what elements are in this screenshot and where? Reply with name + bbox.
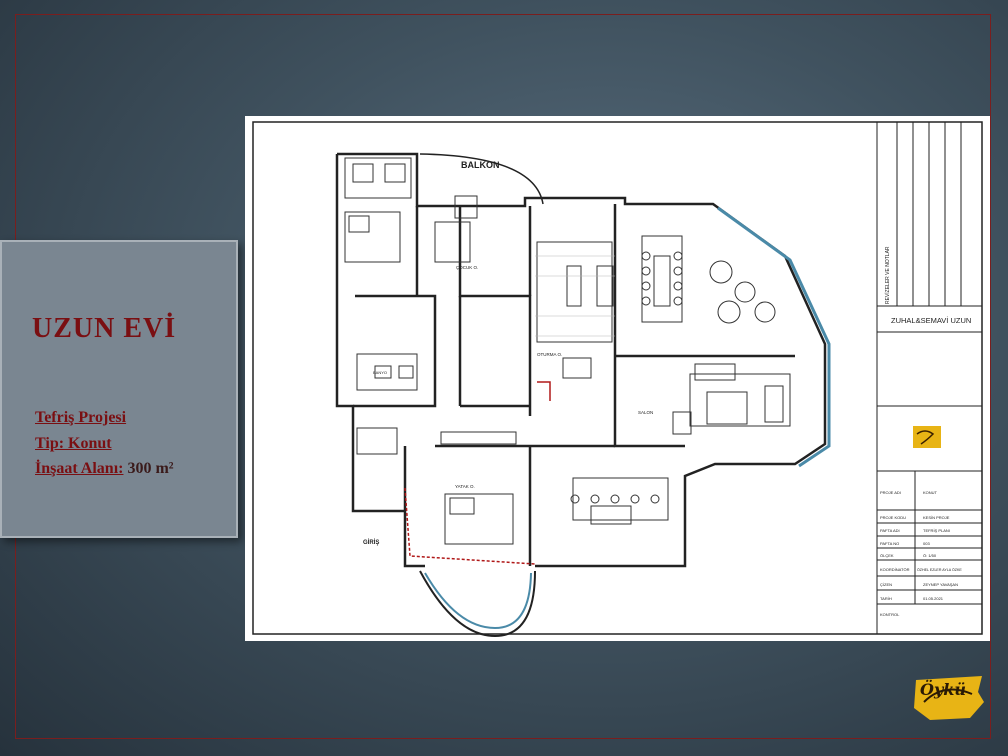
project-title: UZUN EVİ <box>32 313 177 344</box>
logo-text: Öykü <box>920 680 966 699</box>
tb-row-value: 01.05.2021 <box>923 596 944 601</box>
revisions-label: REVİZELER VE NOTLAR <box>884 246 891 304</box>
info-label: Tip: Konut <box>35 435 112 452</box>
salon-label: SALON <box>638 410 653 415</box>
floor-plan-drawing: REVİZELER VE NOTLAR ZUHAL&SEMAVİ UZUN PR… <box>252 121 983 638</box>
tb-row-key: PAFTA NO <box>880 541 899 546</box>
info-line-2: Tip: Konut <box>35 435 112 453</box>
tb-row-key: PAFTA ADI <box>880 528 900 533</box>
bay-window-arc <box>419 570 536 638</box>
tb-row-key: ÖLÇEK <box>880 553 894 558</box>
glazing <box>717 206 831 468</box>
info-line-3: İnşaat Alanı: 300 m² <box>35 460 174 478</box>
oturma-label: OTURMA O. <box>537 352 562 357</box>
area-value: 300 m² <box>127 460 174 477</box>
company-logo <box>914 676 984 720</box>
info-label: İnşaat Alanı: <box>35 460 124 477</box>
room-labels: BALKON ÇOCUK O. OTURMA O. SALON YATAK O.… <box>363 160 653 546</box>
office-logo-small <box>913 426 941 448</box>
furniture <box>344 157 791 545</box>
banyo-label: BANYO <box>373 370 387 375</box>
tb-row-key: KONTROL <box>880 612 900 617</box>
tb-row-key: TARİH <box>880 596 892 601</box>
tb-row-key: PROJE KODU <box>880 515 906 520</box>
project-info-panel <box>0 240 238 538</box>
tb-row-key: ÇİZEN <box>880 582 892 587</box>
tb-row-key: KOORDİNATÖR <box>880 567 910 572</box>
tb-row-value: KONUT <box>923 490 938 495</box>
info-label: Tefriş Projesi <box>35 409 127 426</box>
yatak-label: YATAK O. <box>455 484 475 489</box>
cocuk-label: ÇOCUK O. <box>456 265 478 270</box>
info-line-1: Tefriş Projesi <box>35 409 126 427</box>
giris-label: GİRİŞ <box>363 539 379 546</box>
floor-plan-sheet: REVİZELER VE NOTLAR ZUHAL&SEMAVİ UZUN PR… <box>245 116 990 641</box>
tb-row-key: PROJE ADI <box>880 490 901 495</box>
tb-row-value: 003 <box>923 541 930 546</box>
tb-row-value: KESİN PROJE <box>923 515 950 520</box>
tb-row-value: Ö: 1/50 <box>923 553 937 558</box>
walls <box>335 152 827 568</box>
balcony-arc <box>419 153 544 205</box>
tb-row-value: TEFRİŞ PLANI <box>923 528 950 533</box>
tb-row-value: ÖZHEL EZLER AYLA ÖZKE <box>917 568 962 572</box>
balkon-label: BALKON <box>461 160 500 170</box>
client-name: ZUHAL&SEMAVİ UZUN <box>891 316 971 325</box>
tb-row-value: ZEYNEP YAVAŞAN <box>923 582 958 587</box>
title-block-rows: PROJE ADI KONUT PROJE KODU KESİN PROJE P… <box>877 471 982 617</box>
entry-route <box>404 487 536 565</box>
